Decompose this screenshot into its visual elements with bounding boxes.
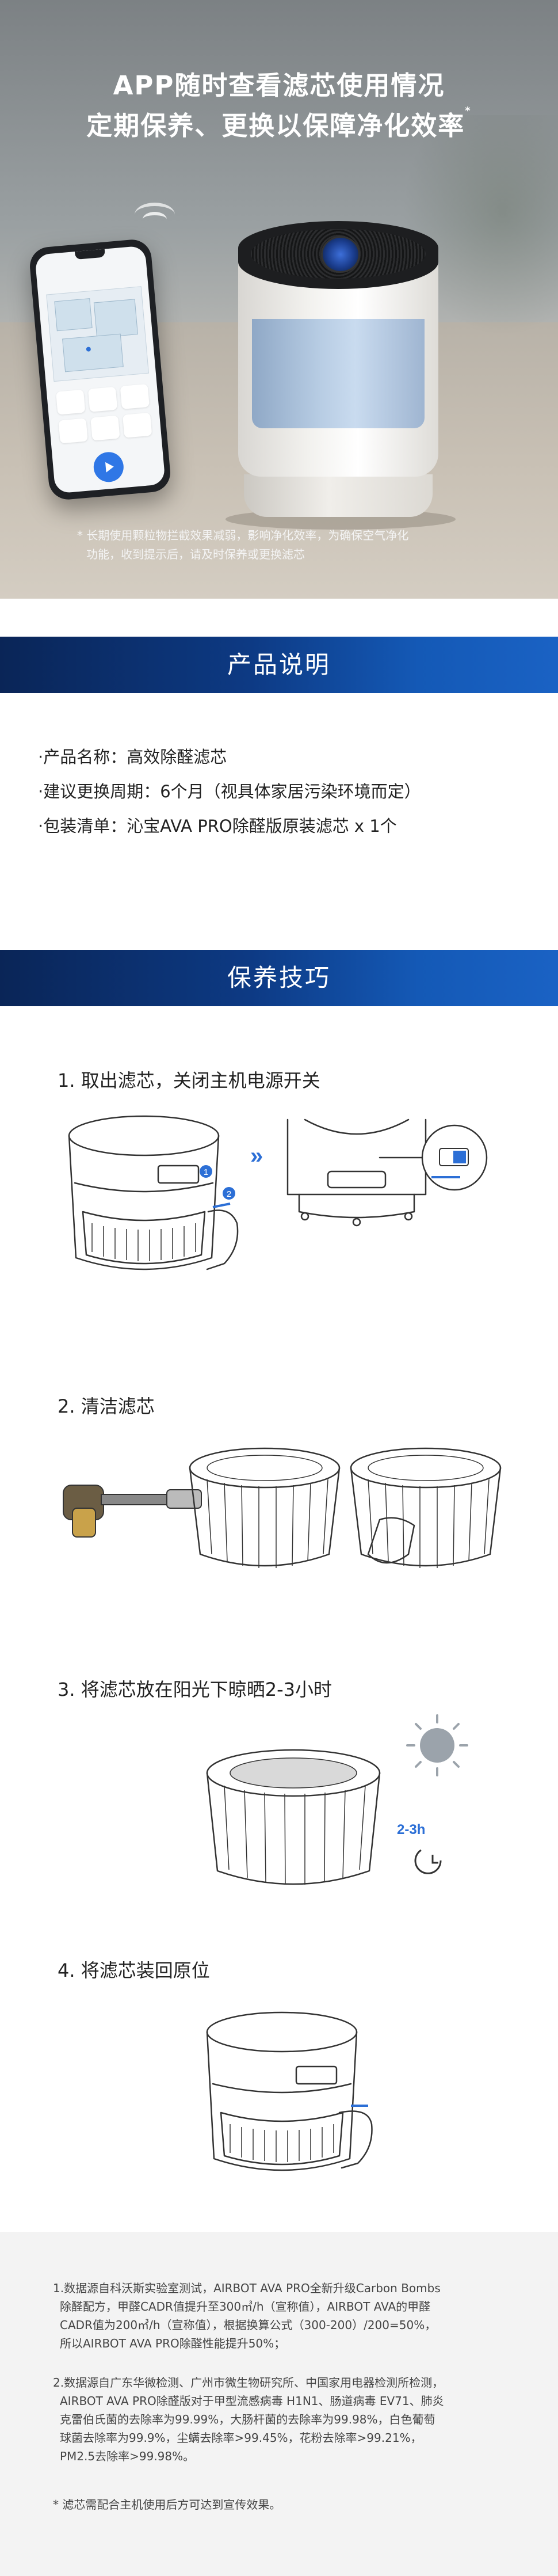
- wifi-signal-inner-icon: [143, 212, 167, 227]
- step-marker-1-label: 1: [204, 1167, 208, 1177]
- drying-duration-label: 2-3h: [397, 1822, 425, 1837]
- device-base: [244, 474, 433, 517]
- map-room: [93, 299, 138, 338]
- hand-outline: [206, 1209, 239, 1270]
- hero-note-line1: * 长期使用颗粒物拦截效果减弱，影响净化效率，为确保空气净化: [77, 528, 409, 542]
- air-purifier-robot-image: [226, 221, 456, 530]
- step-3-title: 3. 将滤芯放在阳光下晾晒2-3小时: [58, 1679, 332, 1700]
- step-3-illustration: 2-3h: [206, 1714, 468, 1885]
- device-filter-window: [252, 319, 425, 428]
- power-switch-toggle: [453, 1151, 466, 1163]
- hero-title-line2-text: 定期保养、更换以保障净化效率: [86, 111, 465, 141]
- product-spec-cycle: ·建议更换周期：6个月（视具体家居污染环境而定）: [38, 782, 421, 801]
- product-spec-name: ·产品名称：高效除醛滤芯: [38, 747, 227, 767]
- footnote-1-line: 除醛配方，甲醛CADR值提升至300㎥/h（宣称值），AIRBOT AVA的甲醛: [60, 2300, 431, 2314]
- section-header-product: 产品说明: [0, 637, 558, 693]
- phone-notch: [74, 249, 105, 260]
- footnote-2-line: PM2.5去除率>99.98%。: [60, 2449, 195, 2463]
- app-tile: [87, 386, 118, 412]
- hero-note-line2: 功能，收到提示后，请及时保养或更换滤芯: [86, 547, 305, 561]
- footnote-1: 1.数据源自科沃斯实验室测试，AIRBOT AVA PRO全新升级Carbon …: [53, 2279, 513, 2353]
- cloth-hand-outline: [367, 1517, 415, 1564]
- next-arrow-icon: »: [250, 1143, 263, 1169]
- step-marker-2: [223, 1187, 235, 1200]
- pull-arrow-icon: [212, 1203, 231, 1208]
- footnote-2: 2.数据源自广东华微检测、广州市微生物研究所、中国家用电器检测所检测， AIRB…: [53, 2373, 513, 2465]
- phone-screen: [35, 245, 166, 494]
- app-map-view: [46, 286, 149, 382]
- vacuum-cleaner-outline: [63, 1485, 202, 1538]
- timer-icon: [414, 1849, 442, 1874]
- hero-banner: APP随时查看滤芯使用情况 定期保养、更换以保障净化效率*: [0, 0, 558, 599]
- hero-title-mark: *: [465, 105, 472, 117]
- footnote-1-line: CADR值为200㎥/h（宣称值），根据换算公式（300-200）/200=50…: [60, 2318, 437, 2332]
- product-spec-package: ·包装清单：沁宝AVA PRO除醛版原装滤芯 x 1个: [38, 816, 397, 836]
- filter-outline-left: [189, 1447, 341, 1568]
- app-tile: [120, 383, 150, 409]
- hero-title-line1: APP随时查看滤芯使用情况: [113, 70, 445, 101]
- footnote-2-line: AIRBOT AVA PRO除醛版对于甲型流感病毒 H1N1、肠道病毒 EV71…: [60, 2394, 444, 2408]
- filter-outline-drying: [206, 1749, 381, 1885]
- step-4-illustration: [206, 2011, 373, 2171]
- step-2-title: 2. 清洁滤芯: [58, 1395, 155, 1417]
- footnote-3-line: * 滤芯需配合主机使用后方可达到宣传效果。: [53, 2498, 281, 2512]
- app-tile: [90, 415, 120, 441]
- map-room: [62, 333, 124, 372]
- map-room: [54, 298, 93, 332]
- section-title: 产品说明: [227, 650, 331, 679]
- smartphone-app-image: [28, 238, 172, 501]
- wifi-signal-icon: [135, 203, 175, 227]
- app-tile: [123, 412, 152, 438]
- purifier-outline: [68, 1115, 220, 1270]
- filter-outline-right: [350, 1447, 502, 1568]
- footnote-1-line: 1.数据源自科沃斯实验室测试，AIRBOT AVA PRO全新升级Carbon …: [53, 2281, 441, 2295]
- device-camera-icon: [321, 236, 360, 273]
- hand-outline: [338, 2110, 373, 2169]
- step-1-title: 1. 取出滤芯，关闭主机电源开关: [58, 1070, 320, 1091]
- footnote-2-line: 2.数据源自广东华微检测、广州市微生物研究所、中国家用电器检测所检测，: [53, 2376, 444, 2389]
- app-tile: [58, 418, 88, 444]
- section-header-care: 保养技巧: [0, 950, 558, 1006]
- step-marker-2-label: 2: [227, 1189, 231, 1199]
- footnote-2-line: 克雷伯氏菌的去除率为99.99%，大肠杆菌的去除率为99.98%，白色葡萄: [60, 2413, 435, 2426]
- step-2-illustration: [63, 1447, 502, 1568]
- step-marker-1: [200, 1165, 212, 1178]
- section-title: 保养技巧: [227, 964, 331, 992]
- play-button-icon: [92, 451, 125, 484]
- footnote-1-line: 所以AIRBOT AVA PRO除醛性能提升50%；: [60, 2337, 286, 2350]
- step-4-title: 4. 将滤芯装回原位: [58, 1959, 210, 1981]
- footnote-3: * 滤芯需配合主机使用后方可达到宣传效果。: [53, 2495, 513, 2514]
- hero-footnote: * 长期使用颗粒物拦截效果减弱，影响净化效率，为确保空气净化 功能，收到提示后，…: [77, 526, 491, 564]
- footnote-2-line: 球菌去除率为99.9%，尘螨去除率>99.45%，花粉去除率>99.21%，: [60, 2431, 422, 2445]
- purifier-reinstall-outline: [206, 2011, 358, 2171]
- footnotes-section: 1.数据源自科沃斯实验室测试，AIRBOT AVA PRO全新升级Carbon …: [0, 2232, 558, 2576]
- sun-icon: [406, 1714, 468, 1776]
- step-1-illustration: 1 2 »: [68, 1115, 488, 1270]
- app-tile: [56, 389, 86, 415]
- base-outline: [286, 1118, 427, 1227]
- hero-title-line2: 定期保养、更换以保障净化效率*: [0, 105, 558, 142]
